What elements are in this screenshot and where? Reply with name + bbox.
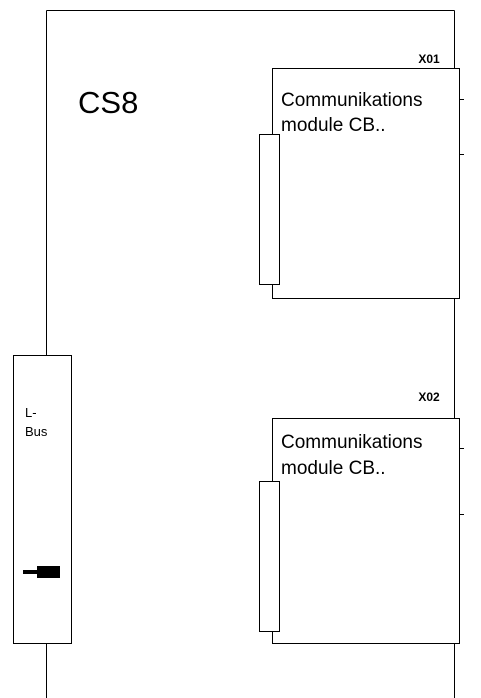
l-bus-label-line1: L-: [25, 405, 37, 420]
module-x02-name-line1: Communikations: [281, 432, 423, 453]
communication-module-x02: X02 Communikations module CB..: [259, 390, 464, 644]
l-bus-block: L- Bus: [13, 355, 72, 644]
module-x01-name-line2: module CB..: [281, 115, 386, 136]
communication-module-x01: X01 Communikations module CB..: [259, 52, 464, 299]
module-box-x02: [272, 418, 460, 644]
slot-label-x01: X01: [418, 52, 440, 66]
module-x02-edge-connector: [259, 481, 280, 632]
device-title: CS8: [78, 85, 138, 120]
module-x01-edge-connector: [259, 134, 280, 285]
module-box-x01: [272, 68, 460, 299]
l-bus-label-line2: Bus: [25, 424, 48, 439]
slot-label-x02: X02: [418, 390, 440, 404]
module-x02-name-line2: module CB..: [281, 458, 386, 479]
l-bus-box: [13, 355, 72, 644]
module-x01-name-line1: Communikations: [281, 90, 423, 111]
plug-connector-icon: [23, 566, 60, 578]
